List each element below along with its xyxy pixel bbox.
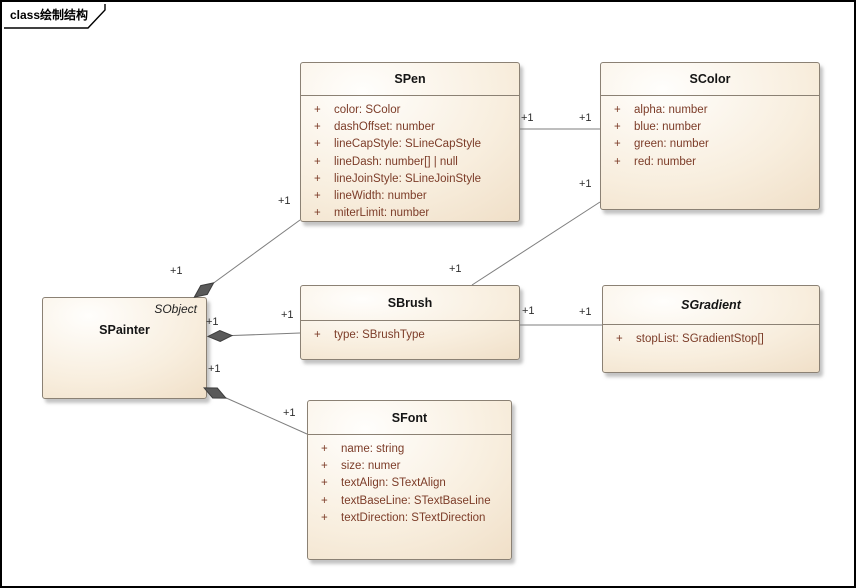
visibility-marker: + bbox=[314, 172, 321, 185]
multiplicity-label: +1 bbox=[449, 263, 462, 275]
visibility-marker: + bbox=[314, 190, 321, 203]
parent-class-label: SObject bbox=[154, 302, 197, 316]
attribute-row[interactable]: + textAlign: STextAlign bbox=[308, 475, 511, 492]
visibility-marker: + bbox=[314, 155, 321, 168]
attribute-list-scolor: + alpha: number + blue: number + green: num… bbox=[601, 96, 819, 170]
class-box-spen[interactable]: SPen + color: SColor + dashOffset: number … bbox=[300, 62, 520, 222]
attribute-row[interactable]: + lineJoinStyle: SLineJoinStyle bbox=[301, 170, 519, 187]
visibility-marker: + bbox=[614, 138, 621, 151]
attribute-row[interactable]: + lineWidth: number bbox=[301, 187, 519, 204]
attribute-row[interactable]: + dashOffset: number bbox=[301, 118, 519, 135]
visibility-marker: + bbox=[314, 103, 321, 116]
multiplicity-label: +1 bbox=[281, 309, 294, 321]
visibility-marker: + bbox=[321, 511, 328, 524]
multiplicity-label: +1 bbox=[170, 265, 183, 277]
visibility-marker: + bbox=[616, 332, 623, 345]
attribute-text: lineDash: number[] | null bbox=[334, 155, 458, 168]
attribute-text: miterLimit: number bbox=[334, 207, 430, 220]
connector-spainter-sbrush[interactable] bbox=[219, 332, 301, 337]
attribute-text: green: number bbox=[634, 138, 709, 151]
attribute-text: textAlign: STextAlign bbox=[341, 477, 446, 490]
attribute-row[interactable]: + stopList: SGradientStop[] bbox=[603, 330, 819, 347]
attribute-text: dashOffset: number bbox=[334, 120, 435, 133]
attribute-row[interactable]: + lineDash: number[] | null bbox=[301, 153, 519, 170]
attribute-row[interactable]: + type: SBrushType bbox=[301, 326, 519, 343]
attribute-text: size: numer bbox=[341, 459, 401, 472]
attribute-list-sfont: + name: string + size: numer + textAlign: S… bbox=[308, 435, 511, 526]
visibility-marker: + bbox=[314, 328, 321, 341]
attribute-text: name: string bbox=[341, 442, 405, 455]
multiplicity-label: +1 bbox=[208, 363, 221, 375]
attribute-row[interactable]: + green: number bbox=[601, 136, 819, 153]
visibility-marker: + bbox=[614, 155, 621, 168]
visibility-marker: + bbox=[321, 459, 328, 472]
attribute-text: lineJoinStyle: SLineJoinStyle bbox=[334, 172, 482, 185]
class-box-scolor[interactable]: SColor + alpha: number + blue: number + gre… bbox=[600, 62, 820, 210]
class-name-spainter: SPainter bbox=[99, 323, 150, 337]
class-box-spainter[interactable]: SObject SPainter bbox=[42, 297, 207, 399]
attribute-row[interactable]: + red: number bbox=[601, 153, 819, 170]
visibility-marker: + bbox=[321, 442, 328, 455]
attribute-text: textBaseLine: STextBaseLine bbox=[341, 494, 491, 507]
attribute-list-spen: + color: SColor + dashOffset: number + line… bbox=[301, 96, 519, 222]
attribute-row[interactable]: + miterLimit: number bbox=[301, 205, 519, 222]
class-box-sfont[interactable]: SFont + name: string + size: numer + textAl… bbox=[307, 400, 512, 560]
attribute-text: lineWidth: number bbox=[334, 190, 427, 203]
attribute-text: red: number bbox=[634, 155, 697, 168]
attribute-row[interactable]: + blue: number bbox=[601, 118, 819, 135]
attribute-row[interactable]: + size: numer bbox=[308, 457, 511, 474]
attribute-text: lineCapStyle: SLineCapStyle bbox=[334, 138, 482, 151]
class-box-sbrush[interactable]: SBrush + type: SBrushType bbox=[300, 285, 520, 360]
attribute-row[interactable]: + textDirection: STextDirection bbox=[308, 509, 511, 526]
attribute-row[interactable]: + alpha: number bbox=[601, 101, 819, 118]
attribute-text: textDirection: STextDirection bbox=[341, 511, 486, 524]
class-name-sbrush: SBrush bbox=[301, 286, 519, 321]
attribute-text: blue: number bbox=[634, 120, 702, 133]
visibility-marker: + bbox=[314, 138, 321, 151]
visibility-marker: + bbox=[321, 494, 328, 507]
attribute-row[interactable]: + name: string bbox=[308, 440, 511, 457]
visibility-marker: + bbox=[314, 120, 321, 133]
multiplicity-label: +1 bbox=[579, 112, 592, 124]
attribute-text: type: SBrushType bbox=[334, 328, 425, 341]
attribute-text: color: SColor bbox=[334, 103, 401, 116]
connector-spainter-spen[interactable] bbox=[203, 219, 301, 291]
attribute-list-sgradient: + stopList: SGradientStop[] bbox=[603, 325, 819, 347]
visibility-marker: + bbox=[614, 103, 621, 116]
attribute-row[interactable]: + lineCapStyle: SLineCapStyle bbox=[301, 136, 519, 153]
multiplicity-label: +1 bbox=[522, 305, 535, 317]
frame-name: 绘制结构 bbox=[40, 8, 89, 22]
multiplicity-label: +1 bbox=[521, 112, 534, 124]
class-name-spen: SPen bbox=[301, 63, 519, 96]
multiplicity-label: +1 bbox=[283, 407, 296, 419]
visibility-marker: + bbox=[614, 120, 621, 133]
visibility-marker: + bbox=[321, 477, 328, 490]
frame-keyword: class bbox=[10, 8, 41, 22]
multiplicity-label: +1 bbox=[579, 306, 592, 318]
class-name-sfont: SFont bbox=[308, 401, 511, 435]
attribute-text: stopList: SGradientStop[] bbox=[636, 332, 764, 345]
attribute-text: alpha: number bbox=[634, 103, 708, 116]
class-name-scolor: SColor bbox=[601, 63, 819, 96]
class-name-sgradient: SGradient bbox=[603, 286, 819, 325]
composition-diamond-sbrush bbox=[206, 329, 234, 343]
attribute-row[interactable]: + textBaseLine: STextBaseLine bbox=[308, 492, 511, 509]
frame-title: class绘制结构 bbox=[10, 6, 88, 23]
visibility-marker: + bbox=[314, 207, 321, 220]
multiplicity-label: +1 bbox=[206, 316, 219, 328]
multiplicity-label: +1 bbox=[579, 178, 592, 190]
multiplicity-label: +1 bbox=[278, 195, 291, 207]
attribute-list-sbrush: + type: SBrushType bbox=[301, 321, 519, 343]
class-box-sgradient[interactable]: SGradient + stopList: SGradientStop[] bbox=[602, 285, 820, 373]
attribute-row[interactable]: + color: SColor bbox=[301, 101, 519, 118]
